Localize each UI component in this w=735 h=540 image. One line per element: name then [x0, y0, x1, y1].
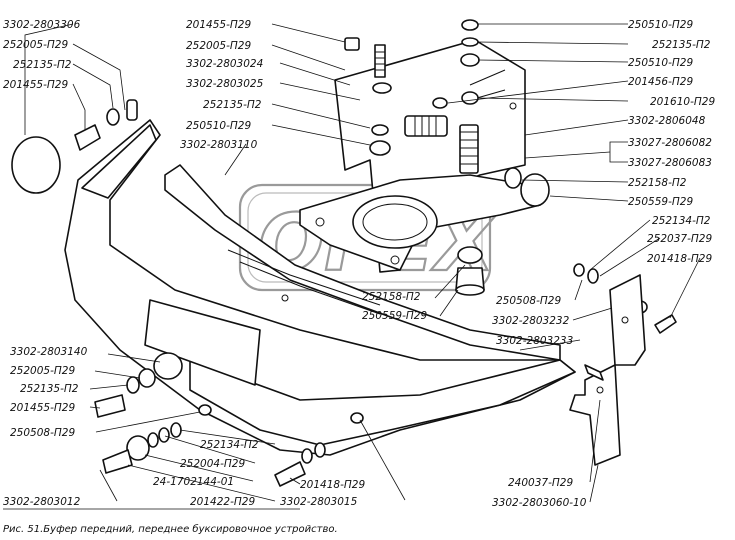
- fasteners: [11, 19, 677, 487]
- label-250559-p29-b: 250559-П29: [362, 310, 427, 322]
- label-201418-p29-b: 201418-П29: [300, 479, 365, 491]
- label-252134-p2-b: 252134-П2: [200, 439, 259, 451]
- label-252158-p2: 252158-П2: [628, 177, 687, 189]
- bumper-bar: [164, 164, 561, 361]
- label-201456-p29: 201456-П29: [628, 76, 693, 88]
- label-3302-2803233: 3302-2803233: [496, 335, 573, 347]
- label-33027-2806083: 33027-2806083: [628, 157, 712, 169]
- label-250508-p29: 250508-П29: [496, 295, 561, 307]
- tow-bracket: [299, 37, 541, 273]
- label-250508-p29-b: 250508-П29: [10, 427, 75, 439]
- label-252135-p2: 252135-П2: [13, 59, 72, 71]
- side-brackets: [569, 274, 646, 466]
- label-252135-p2-d: 252135-П2: [20, 383, 79, 395]
- label-252005-p29: 252005-П29: [3, 39, 68, 51]
- label-252005-p29-c: 252005-П29: [10, 365, 75, 377]
- label-201422-p29: 201422-П29: [190, 496, 255, 508]
- label-252135-p2-c: 252135-П2: [652, 39, 711, 51]
- label-201610-p29: 201610-П29: [650, 96, 715, 108]
- label-3302-2803025: 3302-2803025: [186, 78, 264, 90]
- figure-caption: Рис. 51.Буфер передний, переднее буксиро…: [3, 523, 338, 535]
- part-labels: 3302-2803306 252005-П29 252135-П2 201455…: [3, 19, 715, 509]
- leader-lines: [24, 23, 701, 503]
- label-3302-2803012: 3302-2803012: [3, 496, 81, 508]
- label-252134-p2: 252134-П2: [652, 215, 711, 227]
- label-250510-p29-b: 250510-П29: [628, 19, 693, 31]
- label-33027-2806082: 33027-2806082: [628, 137, 712, 149]
- label-240037-p29: 240037-П29: [508, 477, 573, 489]
- label-252158-p2-b: 252158-П2: [362, 291, 421, 303]
- label-3302-2803306: 3302-2803306: [3, 19, 81, 31]
- label-3302-2803110: 3302-2803110: [180, 139, 258, 151]
- label-252135-p2-b: 252135-П2: [203, 99, 262, 111]
- label-201418-p29: 201418-П29: [647, 253, 712, 265]
- label-252005-p29-b: 252005-П29: [186, 40, 251, 52]
- label-201455-p29: 201455-П29: [3, 79, 68, 91]
- label-3302-2803024: 3302-2803024: [186, 58, 263, 70]
- label-250559-p29: 250559-П29: [628, 196, 693, 208]
- label-201455-p29-b: 201455-П29: [186, 19, 251, 31]
- label-3302-2803015: 3302-2803015: [280, 496, 358, 508]
- label-3302-2806048: 3302-2806048: [628, 115, 706, 127]
- label-201455-p29-c: 201455-П29: [10, 402, 75, 414]
- label-252004-p29: 252004-П29: [180, 458, 245, 470]
- label-3302-2803060-10: 3302-2803060-10: [492, 497, 587, 509]
- label-3302-2803140: 3302-2803140: [10, 346, 88, 358]
- label-252037-p29: 252037-П29: [647, 233, 712, 245]
- label-250510-p29: 250510-П29: [186, 120, 251, 132]
- label-3302-2803232: 3302-2803232: [492, 315, 570, 327]
- bumper-cover: [64, 119, 576, 456]
- label-24-1702144-01: 24-1702144-01: [153, 476, 234, 488]
- label-250510-p29-c: 250510-П29: [628, 57, 693, 69]
